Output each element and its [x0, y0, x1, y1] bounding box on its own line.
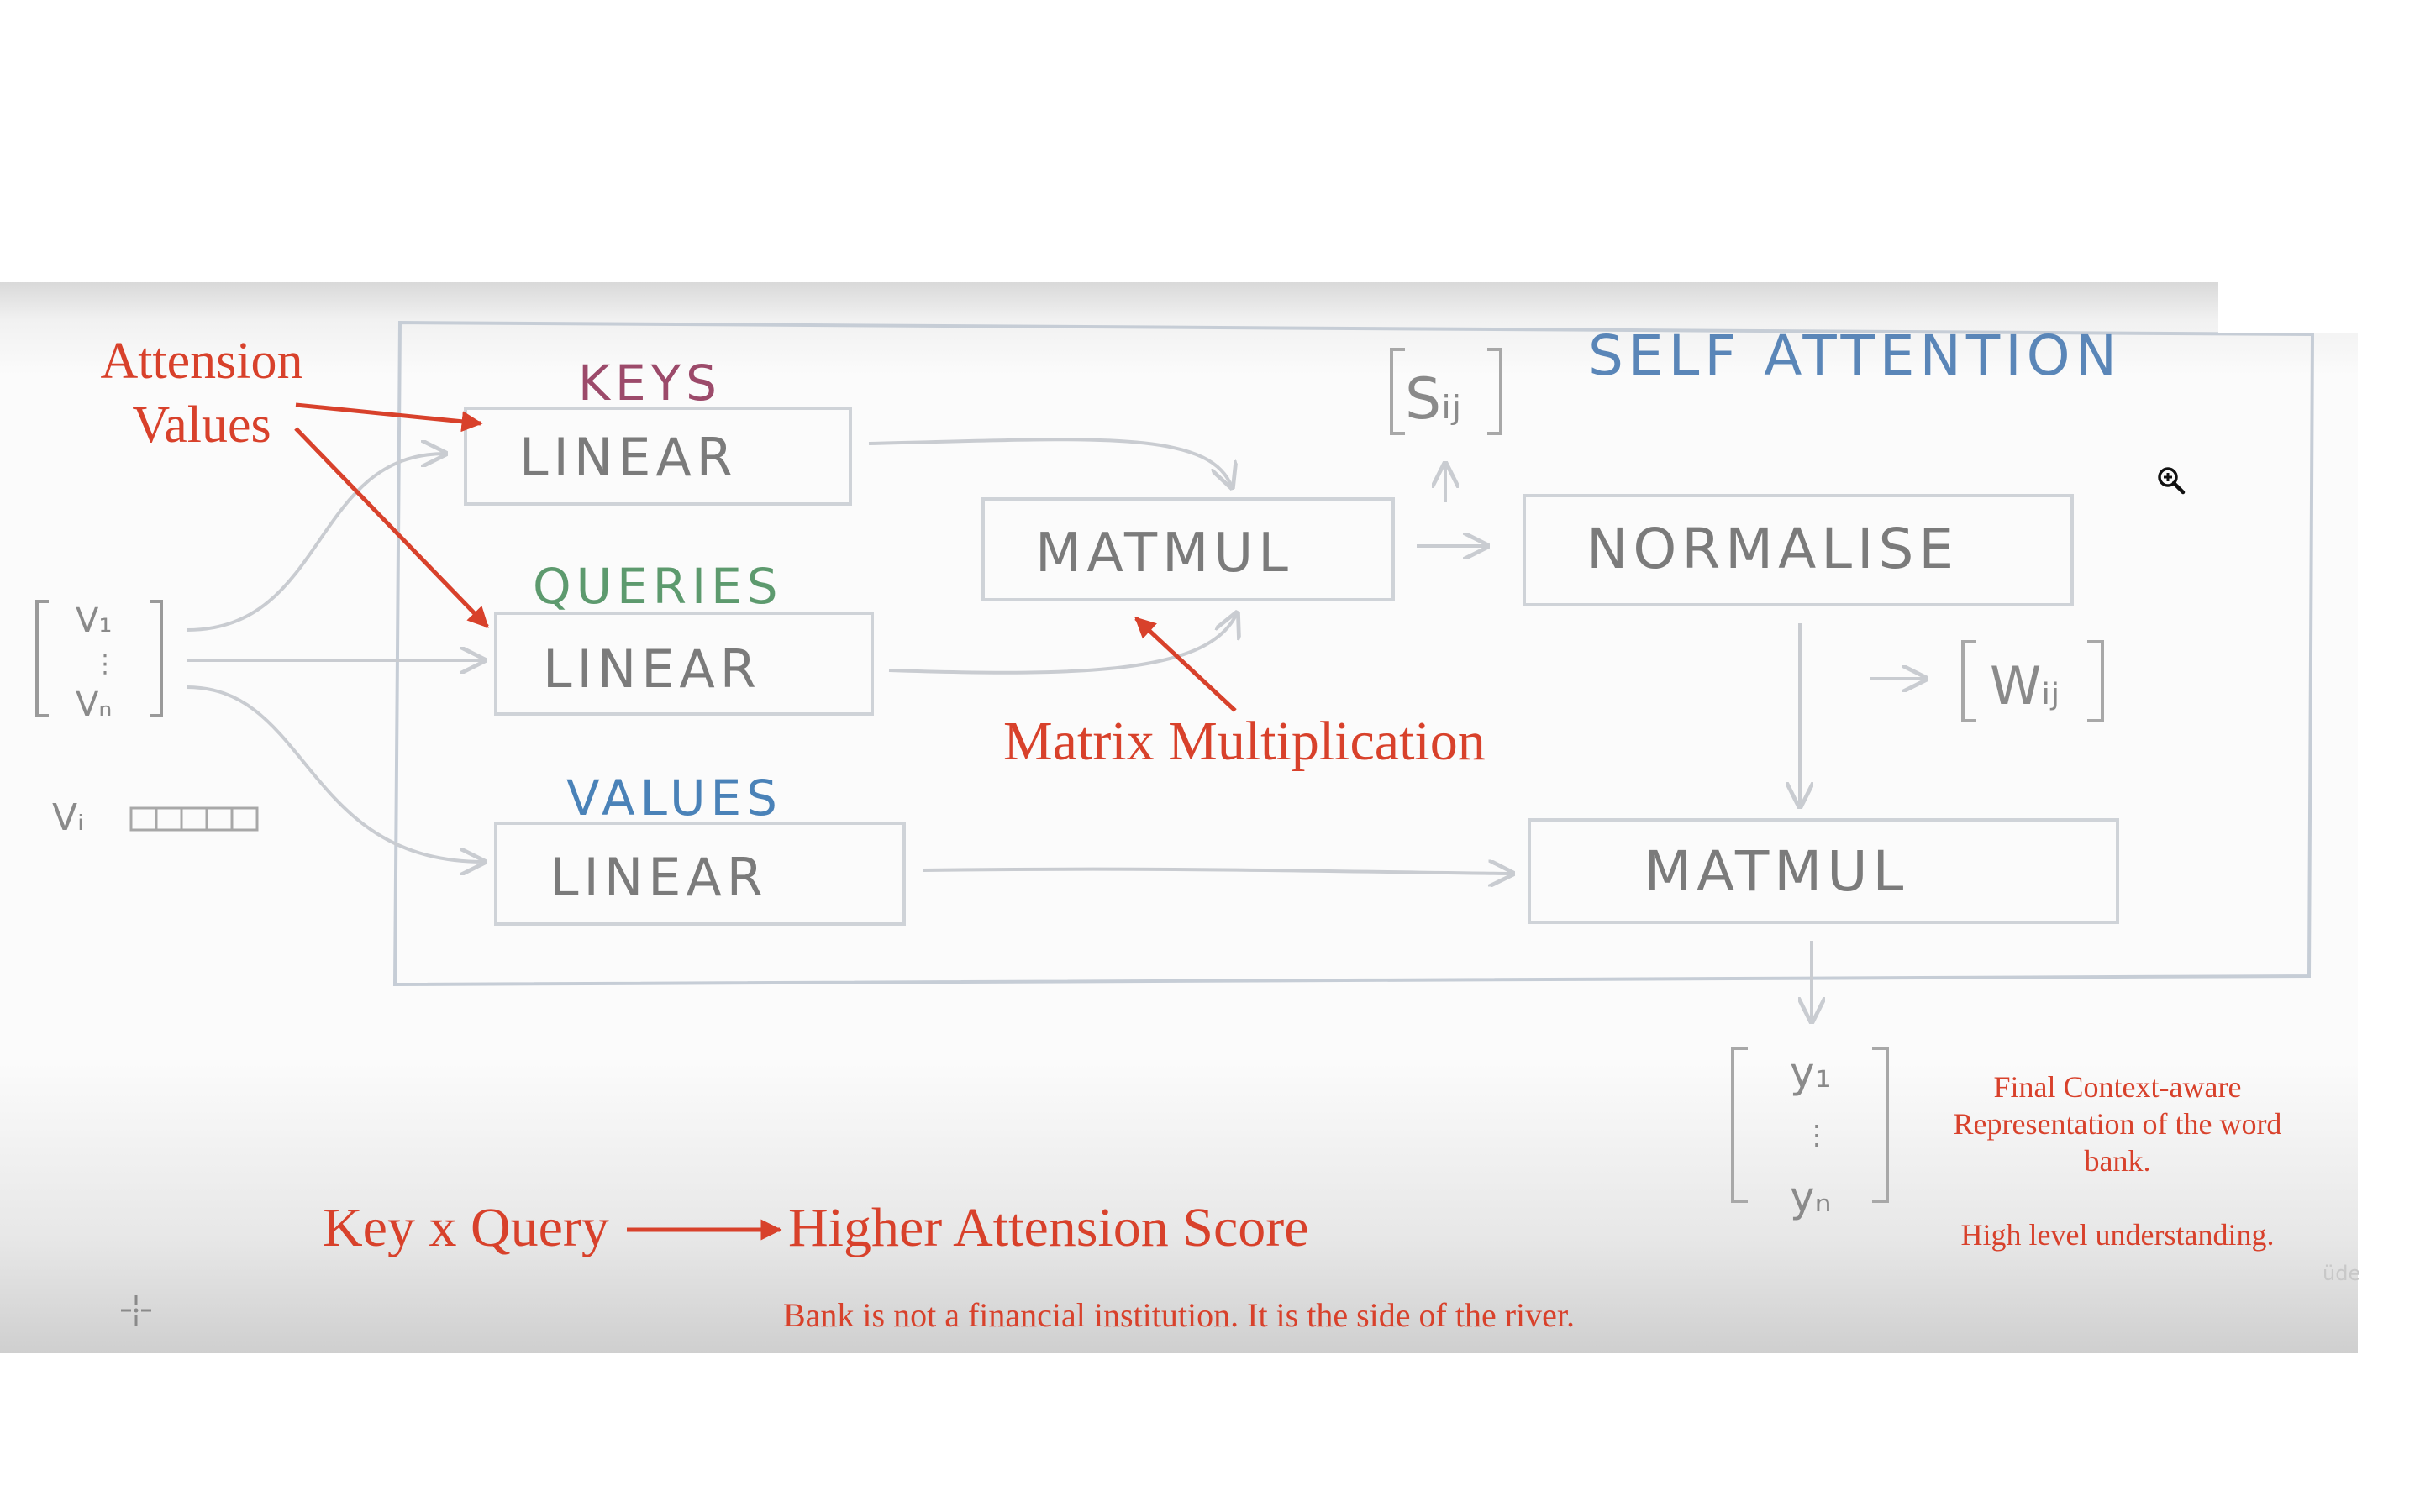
input-vector-top: V₁ [76, 601, 112, 640]
final-representation-annotation: Final Context-aware Representation of th… [1924, 1068, 2311, 1253]
keys-linear-text: LINEAR [519, 427, 738, 488]
matrix-multiplication-annotation: Matrix Multiplication [1003, 711, 1486, 772]
bank-note-annotation: Bank is not a financial institution. It … [782, 1296, 1576, 1334]
output-vector-bottom: yₙ [1790, 1173, 1832, 1221]
output-vector-top: y₁ [1790, 1048, 1832, 1097]
values-label: VALUES [566, 769, 782, 827]
input-element-cells [129, 806, 259, 832]
input-vector-bottom: Vₙ [76, 685, 112, 724]
matmul-output-box [1528, 818, 2119, 924]
values-linear-text: LINEAR [550, 847, 768, 908]
self-attention-border [392, 320, 2315, 987]
matmul-annotation-arrow [1134, 617, 1237, 712]
input-vector-dots: ⋮ [92, 649, 118, 679]
self-attention-title: SELF ATTENTION [1588, 323, 2122, 388]
input-to-keys-line [186, 454, 445, 632]
attension-line-1: Attension [100, 333, 303, 390]
output-vector-dots: ⋮ [1803, 1119, 1830, 1151]
queries-label: QUERIES [533, 558, 783, 615]
frame-corner-patch [2218, 282, 2420, 333]
input-to-values-line [186, 685, 484, 862]
output-brackets [1731, 1047, 1889, 1203]
video-frame: SELF ATTENTION V₁ ⋮ Vₙ Vᵢ KEYS LINEAR QU… [0, 282, 2358, 1353]
weights-brackets [1961, 640, 2104, 722]
final-line-5: High level understanding. [1960, 1218, 2275, 1252]
final-line-2: Representation of the word [1953, 1107, 2282, 1141]
zoom-in-icon[interactable] [2156, 465, 2186, 496]
matmul-output-text: MATMUL [1644, 839, 1908, 904]
attension-to-queries-arrow [294, 427, 489, 628]
values-to-matmul-line [922, 869, 1512, 874]
queries-to-matmul-line [888, 613, 1237, 675]
attension-to-keys-arrow [295, 402, 483, 433]
matmul-scores-box [981, 497, 1395, 601]
input-element-label: Vᵢ [52, 796, 84, 839]
final-line-4 [1924, 1179, 2311, 1216]
queries-linear-box [494, 612, 874, 716]
higher-score-annotation: Higher Attension Score [788, 1197, 1309, 1258]
scores-symbol: Sᵢⱼ [1405, 366, 1461, 433]
matmul-scores-text: MATMUL [1035, 522, 1293, 585]
final-line-3: bank. [2084, 1144, 2151, 1178]
key-query-annotation: Key x Query [323, 1197, 609, 1258]
keys-linear-box [464, 407, 852, 506]
final-line-1: Final Context-aware [1993, 1070, 2242, 1104]
keys-label: KEYS [578, 354, 722, 412]
attension-line-2: Values [132, 396, 271, 454]
move-icon[interactable] [119, 1294, 153, 1327]
input-vector [35, 600, 163, 717]
self-attention-diagram: SELF ATTENTION V₁ ⋮ Vₙ Vᵢ KEYS LINEAR QU… [35, 320, 2315, 1241]
brand-watermark: üde [2323, 1262, 2361, 1285]
scores-brackets [1390, 348, 1502, 435]
normalise-box [1523, 494, 2074, 606]
values-linear-box [494, 822, 906, 926]
keys-to-matmul-line [868, 438, 1232, 487]
queries-linear-text: LINEAR [543, 638, 761, 700]
weights-symbol: Wᵢⱼ [1990, 655, 2060, 717]
attension-values-annotation: Attension Values [92, 329, 311, 457]
normalise-text: NORMALISE [1586, 517, 1959, 581]
